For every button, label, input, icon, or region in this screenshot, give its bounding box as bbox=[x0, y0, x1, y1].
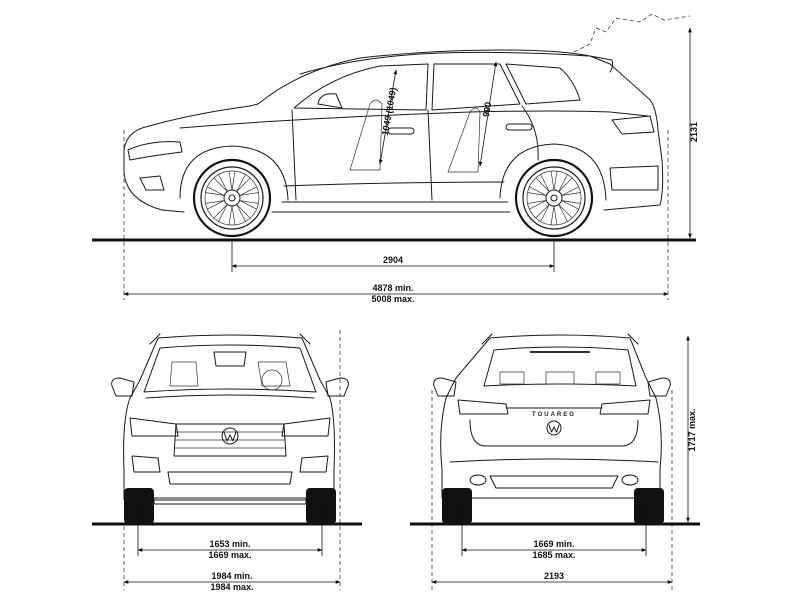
front-track-max-label: 1669 max. bbox=[208, 550, 251, 560]
front-side-window bbox=[293, 63, 429, 111]
wheelbase-label: 2904 bbox=[383, 255, 403, 265]
right-exhaust bbox=[621, 474, 639, 486]
front-door-seam bbox=[291, 109, 297, 201]
rear-headroom-label: 990 bbox=[481, 101, 493, 118]
shoulder-line bbox=[179, 110, 649, 129]
windshield bbox=[143, 344, 317, 393]
rear-diffuser bbox=[489, 475, 619, 489]
rear-wheel bbox=[514, 158, 594, 238]
front-wheel bbox=[192, 158, 272, 238]
rear-window bbox=[483, 346, 637, 387]
left-fog-light bbox=[131, 455, 161, 473]
side-fog-light bbox=[139, 175, 165, 191]
rear-body-outline bbox=[440, 334, 662, 499]
rear-quarter-window bbox=[505, 63, 581, 105]
front-track-min-label: 1653 min. bbox=[209, 539, 250, 549]
left-taillight bbox=[457, 399, 509, 415]
rear-vw-logo-mark bbox=[548, 424, 560, 433]
b-pillar-seam bbox=[427, 109, 433, 201]
rearview-mirror bbox=[213, 351, 247, 367]
front-right-tire bbox=[306, 488, 336, 524]
side-taillight bbox=[611, 115, 655, 135]
front-left-mirror bbox=[111, 377, 135, 397]
front-wheel-arch bbox=[179, 145, 289, 201]
mirror-width-label: 2193 bbox=[544, 571, 564, 581]
right-fog-light bbox=[299, 455, 329, 473]
side-body-outline bbox=[123, 49, 664, 211]
rear-bumper-top bbox=[449, 458, 659, 463]
rear-roof-rails bbox=[481, 333, 639, 345]
rear-left-tire bbox=[442, 488, 472, 524]
rear-seat-phantom bbox=[447, 107, 481, 173]
hood-line bbox=[145, 394, 315, 399]
rear-headroom-dimension bbox=[478, 61, 498, 167]
left-headlight bbox=[129, 417, 179, 437]
rear-bumper-side bbox=[609, 165, 659, 191]
front-left-tire bbox=[124, 488, 154, 524]
front-body-outline bbox=[123, 334, 335, 501]
tailgate-open-phantom bbox=[573, 13, 691, 53]
right-taillight bbox=[599, 399, 651, 415]
side-view: 2904 4878 min. 5008 max. 2131 1049 (1049… bbox=[92, 13, 699, 304]
front-headroom-dimension bbox=[378, 69, 398, 165]
steering-wheel bbox=[261, 369, 283, 391]
front-vw-logo-mark bbox=[223, 431, 237, 442]
touareg-badge: TOUAREG bbox=[532, 412, 576, 418]
left-exhaust bbox=[469, 474, 487, 486]
tailgate-seam bbox=[469, 419, 639, 447]
front-door-handle bbox=[387, 127, 415, 135]
rear-track-max-label: 1685 max. bbox=[532, 550, 575, 560]
height-label: 2131 bbox=[689, 122, 699, 142]
roof-rail bbox=[299, 51, 589, 75]
front-roof-rails bbox=[149, 333, 311, 345]
rear-wheel-arch bbox=[499, 143, 607, 201]
front-grille bbox=[173, 423, 287, 457]
lower-air-intake bbox=[167, 471, 293, 485]
front-seat-phantom bbox=[349, 99, 383, 171]
rear-door-handle bbox=[505, 123, 533, 131]
front-right-mirror bbox=[325, 377, 349, 397]
front-seat-right bbox=[257, 361, 291, 387]
front-bumper-lower bbox=[123, 171, 185, 213]
length-max-label: 5008 max. bbox=[371, 294, 414, 304]
front-vw-logo-icon bbox=[221, 427, 239, 445]
width-min-label: 1984 min. bbox=[211, 571, 252, 581]
rear-view: TOUAREG 1669 min. 1685 max. 2193 1717 ma… bbox=[410, 333, 700, 590]
length-min-label: 4878 min. bbox=[372, 283, 413, 293]
side-body-crease-low bbox=[283, 181, 505, 187]
rear-door-seam bbox=[521, 105, 539, 161]
front-view: 1653 min. 1669 max. 1984 min. 1984 max. bbox=[92, 330, 362, 592]
rear-door-window bbox=[431, 63, 521, 111]
right-headlight bbox=[281, 417, 331, 437]
front-seat-left bbox=[169, 361, 199, 387]
rear-vw-logo-icon bbox=[546, 420, 562, 436]
side-mirror bbox=[317, 93, 343, 109]
rear-right-tire bbox=[634, 488, 664, 524]
rear-left-mirror bbox=[433, 377, 457, 397]
rear-height-label: 1717 max. bbox=[687, 408, 697, 451]
rear-right-mirror bbox=[647, 377, 671, 397]
front-headroom-label: 1049 (1049) bbox=[380, 87, 398, 137]
side-headlight bbox=[127, 141, 183, 161]
front-lower-valance bbox=[153, 497, 307, 505]
rear-track-min-label: 1669 min. bbox=[533, 539, 574, 549]
width-max-label: 1984 max. bbox=[210, 582, 253, 592]
